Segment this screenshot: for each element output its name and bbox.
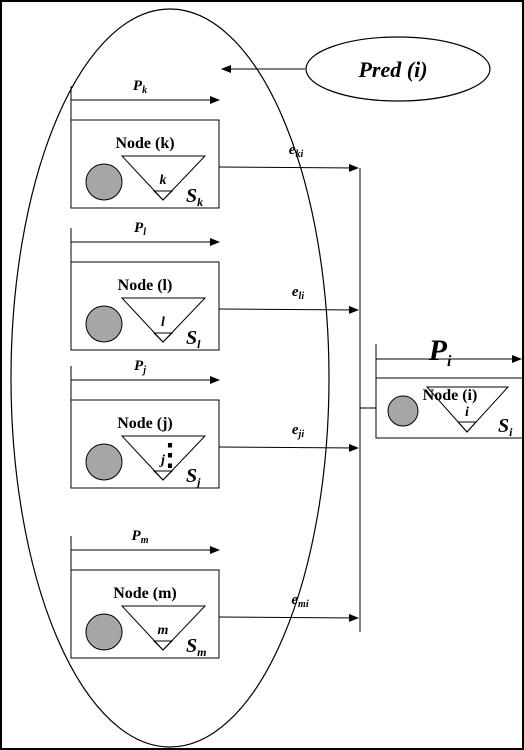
edge-arrow (218, 613, 359, 622)
node-triangle-inner (152, 332, 174, 343)
proc-label: Pm (132, 528, 149, 546)
node-triangle-inner (152, 470, 174, 481)
store-label: Sm (186, 635, 206, 659)
node-box (70, 261, 220, 351)
edge-label: emi (291, 592, 308, 610)
proc-label: Pj (134, 358, 146, 376)
node-box (70, 399, 220, 489)
node-box (70, 119, 220, 209)
edge-label: eli (292, 284, 304, 302)
target-store-label: Si (498, 415, 513, 439)
node-triangle (120, 435, 207, 481)
node-title: Node (m) (113, 585, 177, 602)
triangle-label: j (159, 453, 165, 468)
pred-ellipse (305, 36, 491, 102)
edge-arrow (218, 163, 359, 172)
edge-label: eji (292, 422, 304, 440)
proc-label: Pl (134, 220, 146, 238)
edge-arrow (218, 443, 359, 452)
node-circle (85, 163, 123, 201)
target-triangle-inner (456, 421, 478, 433)
proc-label: Pk (133, 78, 147, 96)
target-node-box (375, 377, 524, 439)
node-circle (85, 305, 123, 343)
store-label: Sj (186, 465, 201, 489)
triangle-label: l (161, 315, 165, 330)
node-circle (85, 613, 123, 651)
edge-label: eki (289, 142, 304, 160)
triangle-label: k (160, 173, 167, 188)
edge-arrow (218, 305, 359, 314)
target-circle (387, 395, 419, 427)
node-title: Node (j) (117, 415, 173, 432)
node-title: Node (k) (115, 135, 174, 152)
node-triangle (120, 605, 207, 651)
node-title: Node (l) (118, 277, 173, 294)
node-triangle (120, 297, 207, 343)
pred-label: Pred (i) (357, 57, 427, 82)
target-triangle (425, 386, 510, 433)
predecessor-group-ellipse (10, 8, 330, 748)
store-label: Sl (186, 327, 201, 351)
ellipsis-dots: ⋮ (155, 439, 185, 472)
node-box (70, 569, 220, 659)
target-triangle-label: i (465, 405, 469, 420)
node-circle (85, 443, 123, 481)
target-node-title: Node (i) (423, 387, 478, 404)
triangle-label: m (158, 623, 169, 638)
node-triangle-inner (152, 190, 174, 201)
store-label: Sk (186, 185, 203, 209)
target-proc-label: Pi (428, 334, 452, 370)
node-triangle-inner (152, 640, 174, 651)
target-block: Pi Node (i) i Si (375, 334, 524, 439)
node-triangle (120, 155, 207, 201)
